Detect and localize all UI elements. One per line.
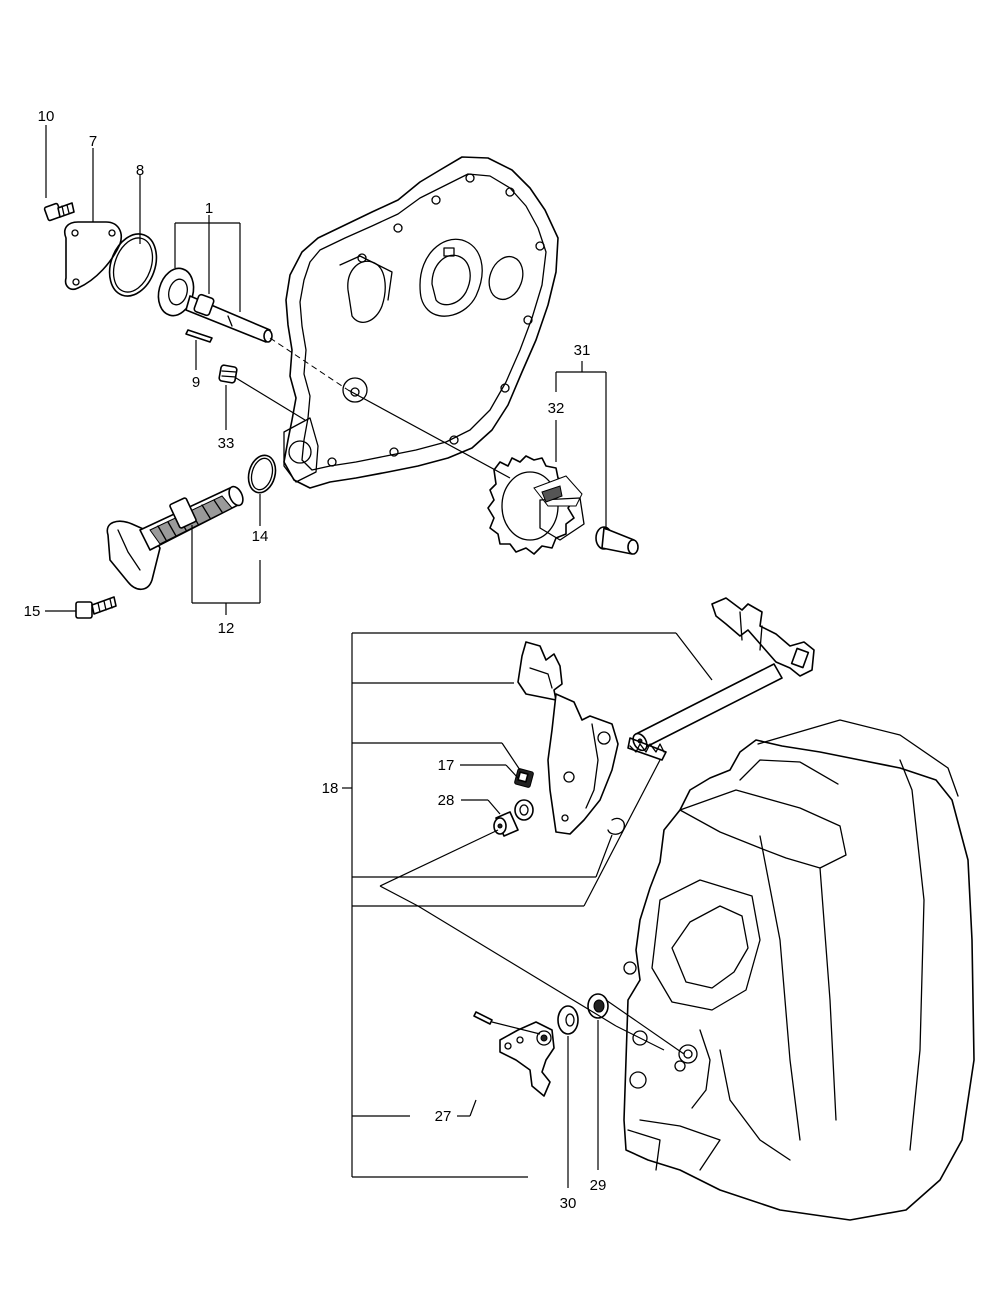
plug-33 xyxy=(218,364,238,384)
governor-shaft-1 xyxy=(157,267,273,343)
pin-9 xyxy=(185,329,213,343)
spring xyxy=(627,737,667,761)
oil-filter-12 xyxy=(106,485,244,591)
callout-7: 7 xyxy=(89,133,97,150)
callout-8: 8 xyxy=(136,162,144,179)
washer-30 xyxy=(557,1005,579,1035)
crankcase-cover xyxy=(283,156,559,489)
crankcase-block xyxy=(623,719,975,1221)
callout-10: 10 xyxy=(38,108,55,125)
callout-32: 32 xyxy=(548,400,565,417)
governor-arm-shaft xyxy=(632,597,815,752)
callout-1: 1 xyxy=(205,200,213,217)
callout-14: 14 xyxy=(252,528,269,545)
governor-gear-32 xyxy=(487,455,585,555)
callout-15: 15 xyxy=(24,603,41,620)
nut-17 xyxy=(514,768,534,788)
callout-9: 9 xyxy=(192,374,200,391)
governor-arm-27 xyxy=(473,1011,555,1097)
bolt-15 xyxy=(75,596,117,619)
governor-pin-31 xyxy=(595,526,639,555)
callout-33: 33 xyxy=(218,435,235,452)
governor-lever xyxy=(517,641,619,835)
washer-28 xyxy=(514,799,534,821)
circlip xyxy=(607,817,625,835)
callout-31: 31 xyxy=(574,342,591,359)
callout-17: 17 xyxy=(438,757,455,774)
callout-27: 27 xyxy=(435,1108,452,1125)
callout-18: 18 xyxy=(322,780,339,797)
upper-leader-lines xyxy=(45,125,607,615)
callout-12: 12 xyxy=(218,620,235,637)
callout-30: 30 xyxy=(560,1195,577,1212)
bushing xyxy=(493,811,519,837)
lower-leader-lines xyxy=(342,632,713,1188)
o-ring-8 xyxy=(108,233,158,297)
bolt-10 xyxy=(43,202,75,222)
callout-labels: 10 7 8 1 9 33 14 12 15 31 32 18 17 28 27… xyxy=(24,108,607,1212)
o-ring-14 xyxy=(247,454,277,494)
callout-29: 29 xyxy=(590,1177,607,1194)
callout-28: 28 xyxy=(438,792,455,809)
